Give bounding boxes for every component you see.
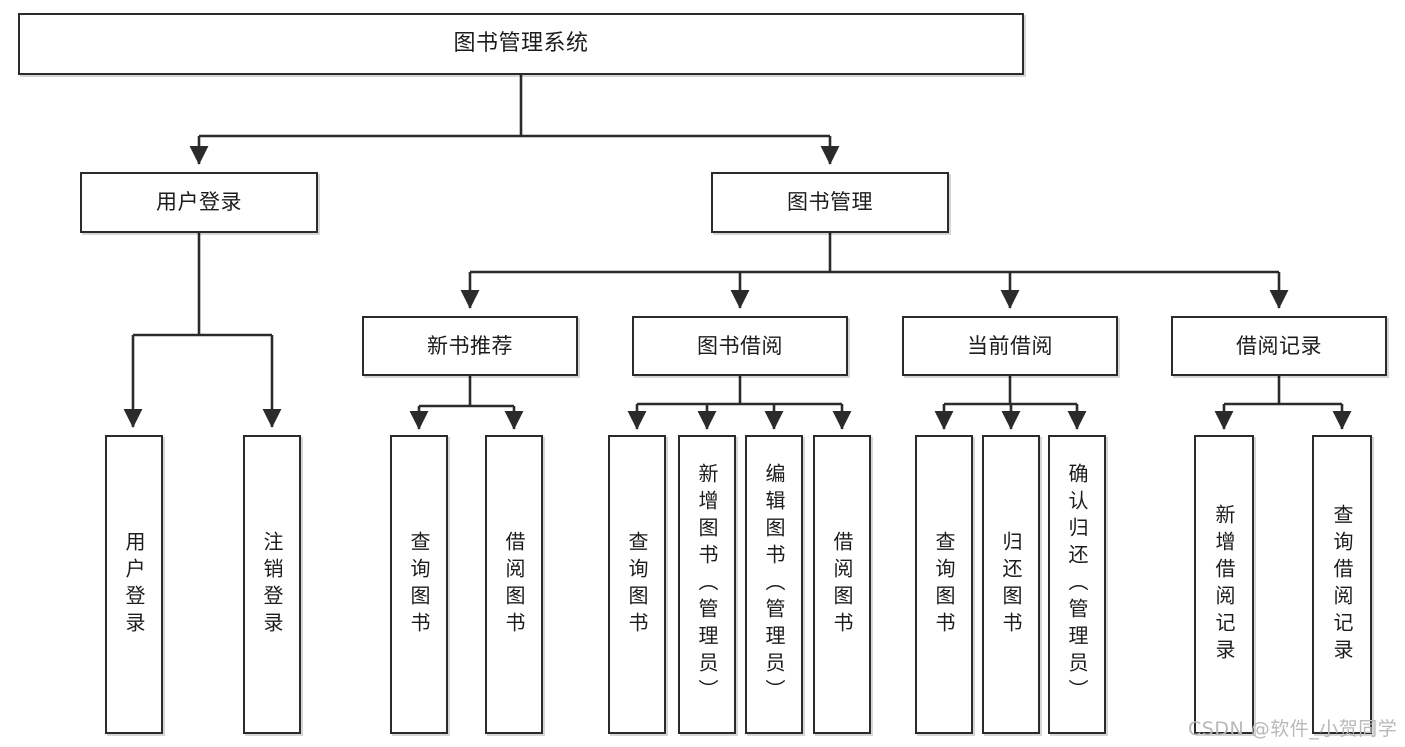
node-root-label: 图书管理系统 [453,30,589,56]
node-leaf-add-book-label: 新增图书（管理员） [695,463,719,706]
node-leaf-add-record[interactable]: 新增借阅记录 [1194,435,1254,734]
node-leaf-user-login[interactable]: 用户登录 [105,435,163,734]
node-leaf-return-book[interactable]: 归还图书 [982,435,1040,734]
node-current-borrow[interactable]: 当前借阅 [902,316,1118,376]
node-leaf-user-logout-label: 注销登录 [260,530,284,639]
node-book-borrow-label: 图书借阅 [697,333,783,358]
node-leaf-query-book-2-label: 查询图书 [625,530,649,639]
node-leaf-query-book-2[interactable]: 查询图书 [608,435,666,734]
node-leaf-borrow-book-2-label: 借阅图书 [830,530,854,639]
node-leaf-confirm-return-label: 确认归还（管理员） [1065,463,1089,706]
node-leaf-confirm-return[interactable]: 确认归还（管理员） [1048,435,1106,734]
node-leaf-query-record-label: 查询借阅记录 [1330,503,1354,666]
node-current-borrow-label: 当前借阅 [967,333,1053,358]
node-new-book-rec[interactable]: 新书推荐 [362,316,578,376]
node-leaf-query-book-3[interactable]: 查询图书 [915,435,973,734]
node-book-borrow[interactable]: 图书借阅 [632,316,848,376]
node-user-login[interactable]: 用户登录 [80,172,318,233]
node-leaf-query-book-3-label: 查询图书 [932,530,956,639]
node-user-login-label: 用户登录 [156,190,242,215]
node-book-manage[interactable]: 图书管理 [711,172,949,233]
node-leaf-add-book[interactable]: 新增图书（管理员） [678,435,736,734]
node-leaf-user-logout[interactable]: 注销登录 [243,435,301,734]
node-leaf-return-book-label: 归还图书 [999,530,1023,639]
csdn-watermark: CSDN @软件_小贺同学 [1188,718,1398,740]
node-leaf-query-record[interactable]: 查询借阅记录 [1312,435,1372,734]
node-borrow-record-label: 借阅记录 [1236,333,1322,358]
node-leaf-borrow-book-1-label: 借阅图书 [502,530,526,639]
node-book-manage-label: 图书管理 [787,190,873,215]
node-leaf-borrow-book-1[interactable]: 借阅图书 [485,435,543,734]
node-leaf-edit-book-label: 编辑图书（管理员） [762,463,786,706]
node-new-book-rec-label: 新书推荐 [427,333,513,358]
node-leaf-edit-book[interactable]: 编辑图书（管理员） [745,435,803,734]
node-leaf-user-login-label: 用户登录 [122,530,146,639]
node-leaf-add-record-label: 新增借阅记录 [1212,503,1236,666]
node-root[interactable]: 图书管理系统 [18,13,1024,75]
node-leaf-query-book-1[interactable]: 查询图书 [390,435,448,734]
node-leaf-borrow-book-2[interactable]: 借阅图书 [813,435,871,734]
node-leaf-query-book-1-label: 查询图书 [407,530,431,639]
node-borrow-record[interactable]: 借阅记录 [1171,316,1387,376]
